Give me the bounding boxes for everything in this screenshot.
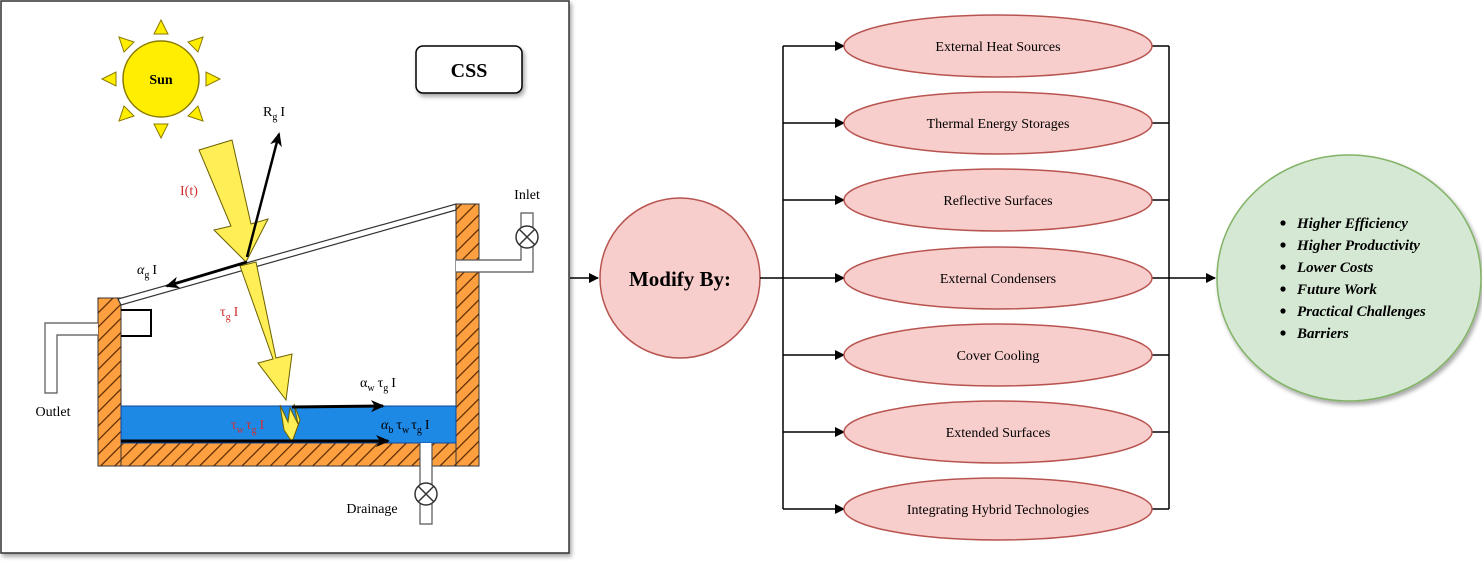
inlet-pipe: [456, 212, 534, 273]
bullet-icon: [1280, 286, 1286, 292]
transmitted-radiation-arrow: [239, 261, 293, 402]
method-label: Reflective Surfaces: [943, 194, 1052, 209]
method-label: Extended Surfaces: [946, 426, 1051, 441]
drainage-valve-icon: [414, 482, 438, 506]
method-ellipse: [843, 14, 1153, 78]
method-node: Thermal Energy Storages: [783, 91, 1169, 155]
left-wall: [97, 297, 122, 467]
outcome-item: Higher Productivity: [1296, 238, 1420, 254]
outcome-item: Higher Efficiency: [1296, 216, 1408, 232]
bullet-icon: [1280, 330, 1286, 336]
condensate-trough: [121, 309, 152, 337]
inlet-valve-icon: [515, 225, 539, 249]
method-ellipse: [843, 400, 1153, 464]
method-label: Integrating Hybrid Technologies: [907, 503, 1089, 518]
reflected-arrow: [245, 132, 282, 258]
bullet-icon: [1280, 308, 1286, 314]
bullet-icon: [1280, 264, 1286, 270]
it-label: I(t): [180, 184, 198, 199]
method-node: Extended Surfaces: [783, 400, 1169, 464]
right-wall: [455, 203, 480, 467]
water-absorbed-arrow: [291, 400, 385, 413]
absorbed-radiation-arrow: [279, 403, 301, 444]
method-node: Cover Cooling: [783, 323, 1169, 387]
outcome-item: Practical Challenges: [1297, 304, 1426, 320]
bullet-icon: [1280, 220, 1286, 226]
modify-by-label: Modify By:: [629, 267, 731, 291]
method-ellipse: [843, 323, 1153, 387]
inlet-label: Inlet: [514, 188, 540, 203]
outlet-pipe: [44, 322, 98, 394]
outcome-item: Future Work: [1296, 282, 1377, 298]
css-title-box: [415, 45, 523, 94]
outlet-label: Outlet: [36, 405, 71, 420]
incident-radiation-arrow: [198, 139, 269, 263]
method-ellipse: [843, 246, 1153, 310]
method-label: External Condensers: [940, 272, 1056, 287]
sun-label: Sun: [149, 73, 173, 88]
glass-cover: [117, 203, 457, 306]
method-node: External Condensers: [783, 246, 1169, 310]
outcome-item: Barriers: [1296, 326, 1349, 342]
basin-floor: [120, 442, 457, 467]
method-label: Thermal Energy Storages: [927, 117, 1070, 132]
bullet-icon: [1280, 242, 1286, 248]
method-ellipse: [843, 168, 1153, 232]
method-ellipse: [843, 477, 1153, 541]
css-panel: CSS Sun Outlet: [0, 0, 570, 554]
glass-absorbed-arrow: [165, 260, 248, 289]
css-title: CSS: [451, 60, 488, 82]
method-label: External Heat Sources: [935, 40, 1060, 55]
outcome-item: Lower Costs: [1296, 260, 1373, 276]
drainage-label: Drainage: [346, 502, 397, 517]
method-label: Cover Cooling: [957, 349, 1040, 364]
method-node: Integrating Hybrid Technologies: [783, 477, 1169, 541]
method-node: Reflective Surfaces: [783, 168, 1169, 232]
method-node: External Heat Sources: [783, 14, 1169, 78]
sun-icon: Sun: [100, 18, 222, 140]
method-ellipse: [843, 91, 1153, 155]
modify-by-node: Modify By:: [599, 197, 761, 359]
